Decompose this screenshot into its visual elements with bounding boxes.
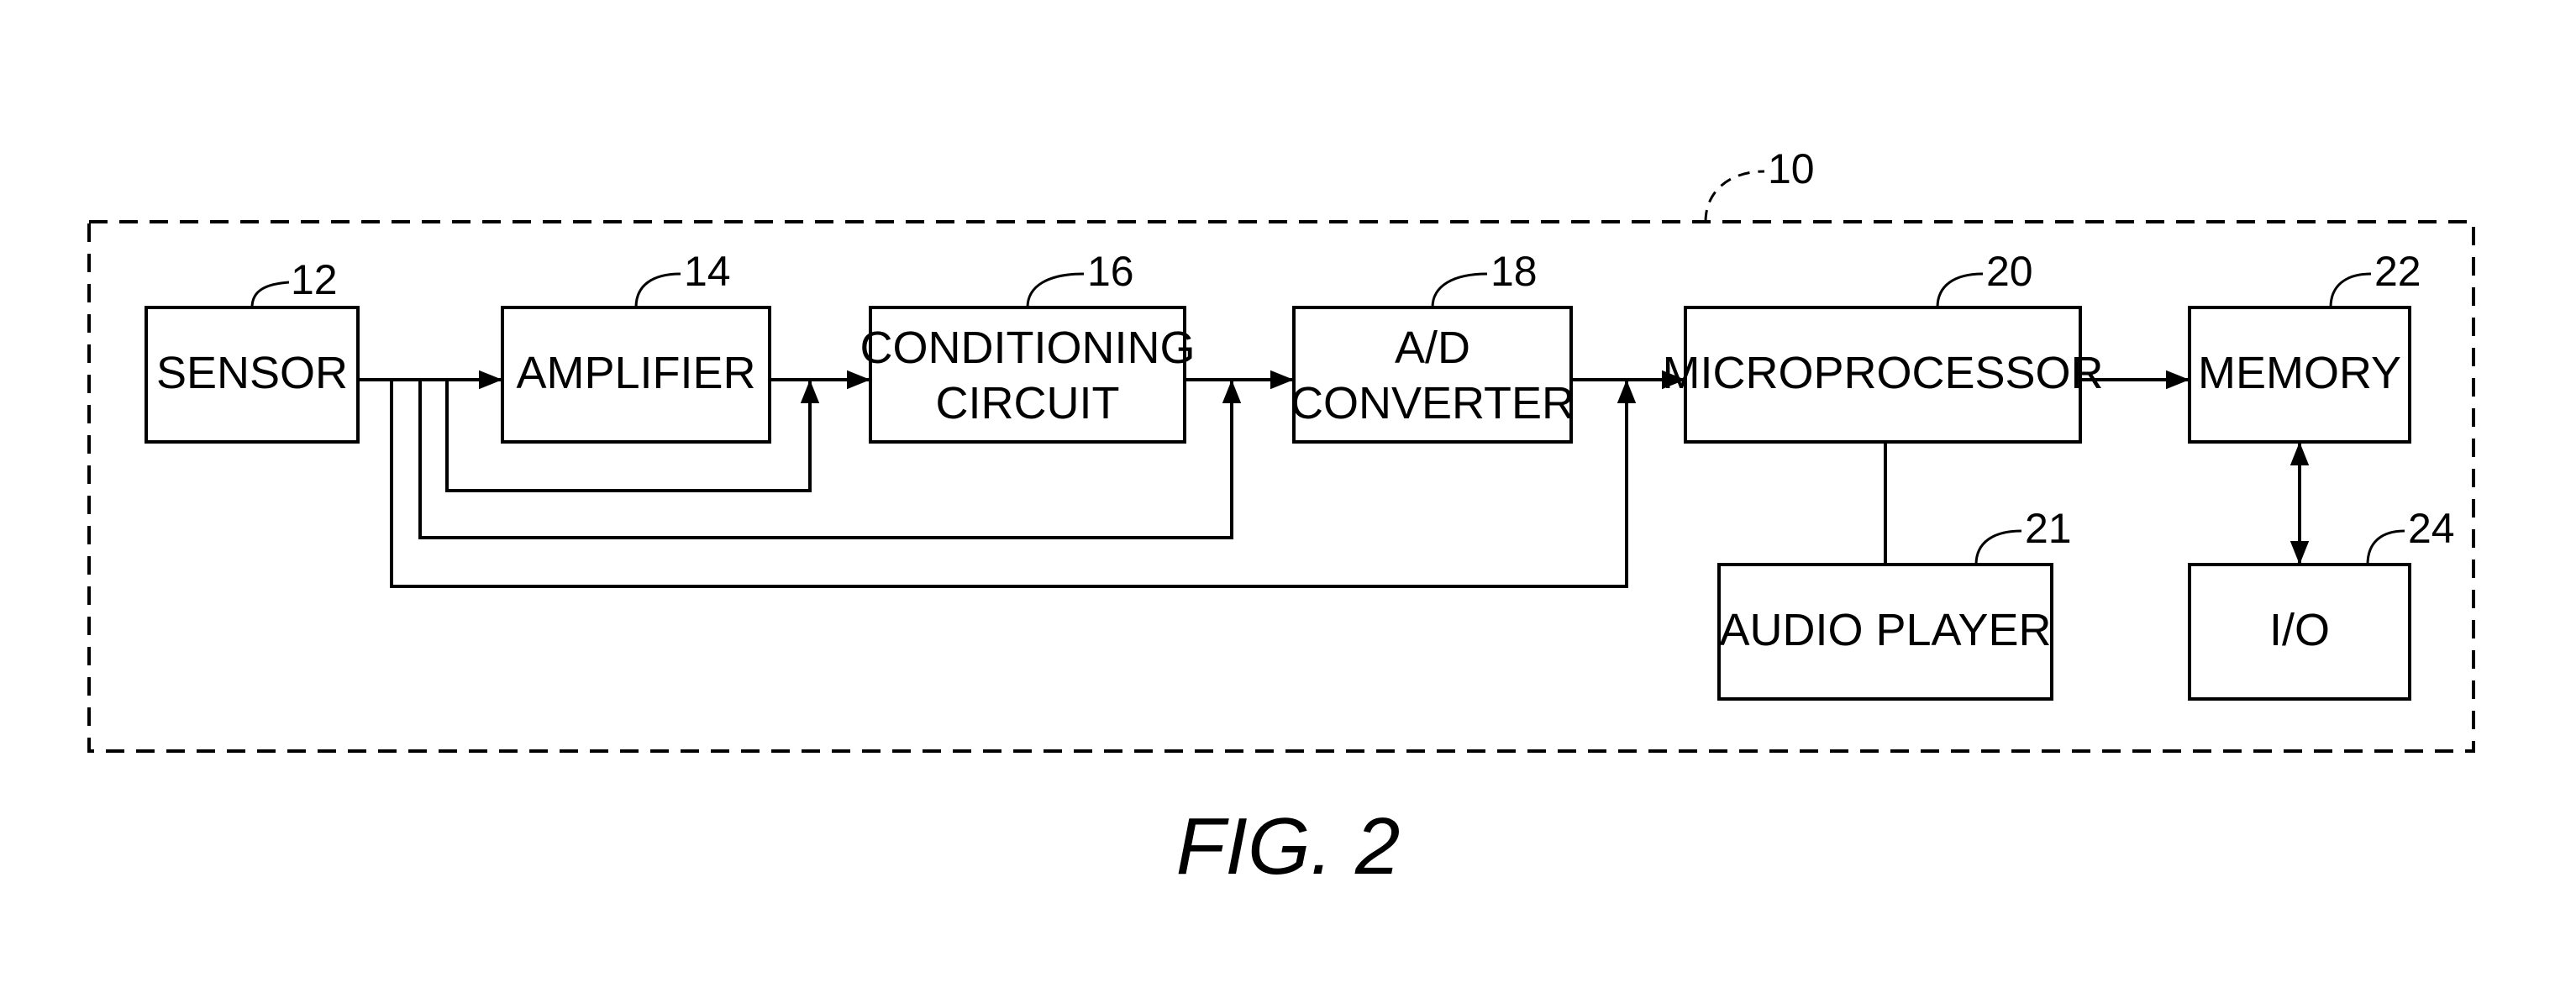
audio-player-block: AUDIO PLAYER 21: [1719, 505, 2072, 699]
amplifier-label: AMPLIFIER: [516, 348, 755, 398]
microprocessor-ref-number: 20: [1986, 248, 2033, 295]
amplifier-block: AMPLIFIER 14: [502, 248, 770, 442]
sensor-block: SENSOR 12: [146, 256, 358, 442]
microprocessor-label: MICROPROCESSOR: [1662, 348, 2103, 398]
sensor-ref-number: 12: [291, 256, 338, 303]
io-block: I/O 24: [2190, 505, 2455, 699]
adc-ref-number: 18: [1490, 248, 1538, 295]
system-ref-leader: [1706, 171, 1764, 222]
conditioning-ref-number: 16: [1087, 248, 1134, 295]
adc-label-line1: A/D: [1395, 323, 1470, 373]
conditioning-label-line1: CONDITIONING: [860, 323, 1196, 373]
conditioning-circuit-block: CONDITIONING CIRCUIT 16: [860, 248, 1196, 442]
io-ref-number: 24: [2408, 505, 2455, 552]
memory-label: MEMORY: [2198, 348, 2401, 398]
memory-block: MEMORY 22: [2190, 248, 2421, 442]
figure-caption: FIG. 2: [1176, 801, 1401, 891]
system-ref-number: 10: [1768, 145, 1815, 192]
io-label: I/O: [2269, 605, 2330, 655]
conditioning-label-line2: CIRCUIT: [936, 378, 1120, 428]
amplifier-ref-number: 14: [684, 248, 731, 295]
ad-converter-block: A/D CONVERTER 18: [1291, 248, 1575, 442]
audio-player-label: AUDIO PLAYER: [1719, 605, 2051, 655]
audio-player-ref-number: 21: [2025, 505, 2072, 552]
memory-ref-number: 22: [2374, 248, 2421, 295]
adc-label-line2: CONVERTER: [1291, 378, 1575, 428]
sensor-label: SENSOR: [156, 348, 348, 398]
microprocessor-block: MICROPROCESSOR 20: [1662, 248, 2103, 442]
